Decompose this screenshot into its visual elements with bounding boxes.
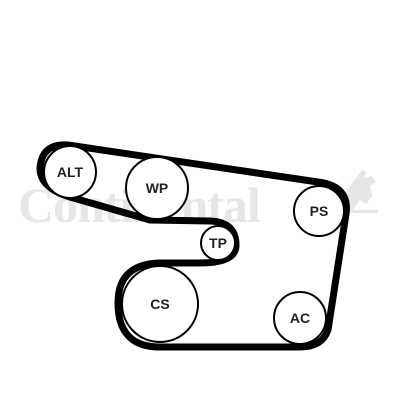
pulley-ac-circle: [273, 291, 327, 345]
pulley-ac: AC: [273, 291, 327, 345]
pulley-ps-circle: [293, 185, 345, 237]
pulley-tp-circle: [200, 225, 236, 261]
pulley-cs-circle: [121, 265, 199, 343]
pulley-ac-label: AC: [290, 310, 310, 326]
pulley-wp-label: WP: [146, 180, 169, 196]
pulley-alt: ALT: [43, 145, 97, 199]
pulley-cs-label: CS: [150, 296, 169, 312]
pulley-ps-label: PS: [310, 203, 329, 219]
pulley-alt-label: ALT: [57, 164, 84, 180]
pulley-wp: WP: [125, 156, 189, 220]
pulley-tp-label: TP: [209, 235, 227, 251]
pulley-wp-circle: [125, 156, 189, 220]
pulley-cs: CS: [121, 265, 199, 343]
pulley-alt-circle: [43, 145, 97, 199]
pulley-ps: PS: [293, 185, 345, 237]
pulley-tp: TP: [200, 225, 236, 261]
